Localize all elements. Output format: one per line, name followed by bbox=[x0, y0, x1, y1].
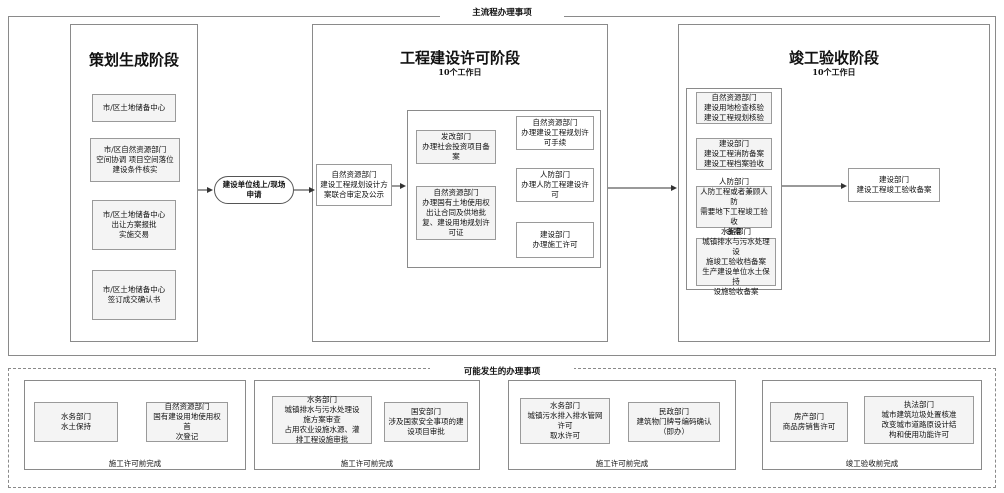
permit-item-planning-permit: 自然资源部门 办理建设工程规划许 可手续 bbox=[516, 116, 594, 150]
acceptance-final-filing: 建设部门 建设工程竣工验收备案 bbox=[848, 168, 940, 202]
apply-node: 建设单位线上/现场 申请 bbox=[214, 176, 294, 204]
permit-item-ndrc-filing: 发改部门 办理社会投资项目备 案 bbox=[416, 130, 496, 164]
possible-group-4-label: 竣工验收前完成 bbox=[845, 459, 899, 468]
acceptance-stage-title: 竣工验收阶段 bbox=[788, 49, 879, 67]
planning-item-confirmation: 市/区土地储备中心 签订成交确认书 bbox=[92, 270, 176, 320]
group2-item-national-security: 国安部门 涉及国家安全事项的建 设项目审批 bbox=[384, 402, 468, 442]
acceptance-item-water: 水务部门 城镇排水与污水处理设 施竣工验收档备案 生产建设单位水土保持 设施验收… bbox=[696, 227, 776, 296]
possible-matters-title: 可能发生的办理事项 bbox=[430, 365, 574, 377]
possible-group-1-label: 施工许可前完成 bbox=[108, 459, 162, 468]
planning-item-land-reserve: 市/区土地储备中心 bbox=[92, 94, 176, 122]
acceptance-item-civil-defense: 人防部门 人防工程或者兼顾人防 需要地下工程竣工验收 备案 bbox=[696, 177, 772, 236]
group4-item-enforcement: 执法部门 城市建筑垃圾处置核准 改变城市道路原设计结 构和使用功能许可 bbox=[864, 396, 974, 444]
group1-item-land-registration: 自然资源部门 国有建设用地使用权首 次登记 bbox=[146, 402, 228, 442]
group1-item-water-soil: 水务部门 水土保持 bbox=[34, 402, 118, 442]
permit-item-civil-defense: 人防部门 办理人防工程建设许 可 bbox=[516, 168, 594, 202]
permit-item-construction-permit: 建设部门 办理施工许可 bbox=[516, 222, 594, 258]
group3-item-sewage-permit: 水务部门 城镇污水排入排水管网 许可 取水许可 bbox=[520, 398, 610, 444]
main-process-title: 主流程办理事项 bbox=[440, 6, 564, 18]
planning-item-transfer-plan: 市/区土地储备中心 出让方案报批 实施交易 bbox=[92, 200, 176, 250]
acceptance-item-fire-archive: 建设部门 建设工程消防备案 建设工程档案验收 bbox=[696, 138, 772, 170]
possible-group-2-label: 施工许可前完成 bbox=[340, 459, 394, 468]
planning-stage-title: 策划生成阶段 bbox=[88, 51, 179, 69]
group2-item-drainage-review: 水务部门 城镇排水与污水处理设 施方案审查 占用农业设施水源、灌 排工程设施审批 bbox=[272, 395, 372, 444]
permit-stage-title: 工程建设许可阶段 bbox=[399, 49, 520, 67]
group3-item-house-number: 民政部门 建筑物门牌号编码确认 （即办） bbox=[628, 402, 720, 442]
group4-item-housing-sale: 房产部门 商品房销售许可 bbox=[770, 402, 848, 442]
planning-item-spatial-coordination: 市/区自然资源部门 空间协调 项目空间落位 建设条件核实 bbox=[90, 138, 180, 182]
acceptance-item-land-check: 自然资源部门 建设用地检查核验 建设工程规划核验 bbox=[696, 92, 772, 124]
acceptance-stage-days: 10个工作日 bbox=[812, 67, 856, 77]
possible-group-3-label: 施工许可前完成 bbox=[595, 459, 649, 468]
permit-item-land-contract: 自然资源部门 办理国有土地使用权 出让合同及供地批 复、建设用地规划许 可证 bbox=[416, 186, 496, 240]
permit-joint-review: 自然资源部门 建设工程规划设计方 案联合审定及公示 bbox=[316, 164, 392, 206]
permit-stage-days: 10个工作日 bbox=[438, 67, 482, 77]
